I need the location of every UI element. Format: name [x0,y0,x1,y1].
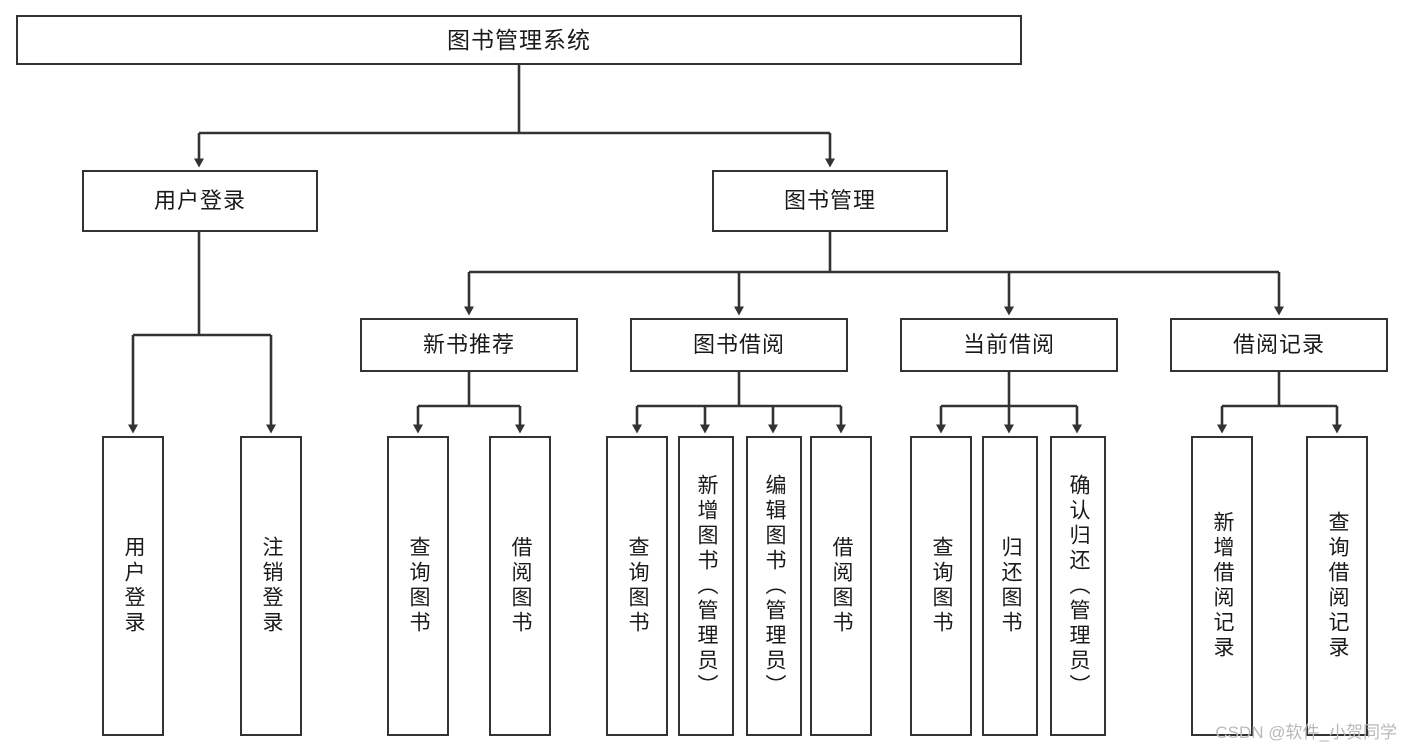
node-leaf-user-login[interactable]: 用户登录 [102,436,164,736]
node-leaf-borrow-book-2[interactable]: 借阅图书 [810,436,872,736]
node-leaf-return-book[interactable]: 归还图书 [982,436,1038,736]
node-leaf-add-record[interactable]: 新增借阅记录 [1191,436,1253,736]
leaf-label: 归还图书 [999,536,1023,636]
node-borrow-record[interactable]: 借阅记录 [1170,318,1388,372]
leaf-label: 查询图书 [407,536,431,636]
node-current-borrow[interactable]: 当前借阅 [900,318,1118,372]
node-leaf-query-book-3[interactable]: 查询图书 [910,436,972,736]
leaf-label: 注销登录 [260,536,284,636]
node-leaf-user-logout[interactable]: 注销登录 [240,436,302,736]
node-leaf-add-book[interactable]: 新增图书（管理员） [678,436,734,736]
leaf-label: 借阅图书 [509,536,533,636]
leaf-label: 确认归还（管理员） [1067,473,1091,699]
leaf-label: 用户登录 [122,536,146,636]
leaf-label: 编辑图书（管理员） [763,473,787,699]
leaf-label: 借阅图书 [830,536,854,636]
node-user-login[interactable]: 用户登录 [82,170,318,232]
node-leaf-query-book-2[interactable]: 查询图书 [606,436,668,736]
leaf-label: 查询借阅记录 [1326,511,1350,661]
node-book-manage[interactable]: 图书管理 [712,170,948,232]
node-new-book-recommend[interactable]: 新书推荐 [360,318,578,372]
leaf-label: 新增借阅记录 [1211,511,1235,661]
node-root[interactable]: 图书管理系统 [16,15,1022,65]
node-leaf-query-book-1[interactable]: 查询图书 [387,436,449,736]
node-leaf-borrow-book-1[interactable]: 借阅图书 [489,436,551,736]
leaf-label: 查询图书 [626,536,650,636]
leaf-label: 查询图书 [930,536,954,636]
node-book-borrow[interactable]: 图书借阅 [630,318,848,372]
node-leaf-query-record[interactable]: 查询借阅记录 [1306,436,1368,736]
csdn-watermark: CSDN @软件_小贺同学 [1215,723,1397,742]
leaf-label: 新增图书（管理员） [695,473,719,699]
node-leaf-edit-book[interactable]: 编辑图书（管理员） [746,436,802,736]
node-leaf-confirm-return[interactable]: 确认归还（管理员） [1050,436,1106,736]
